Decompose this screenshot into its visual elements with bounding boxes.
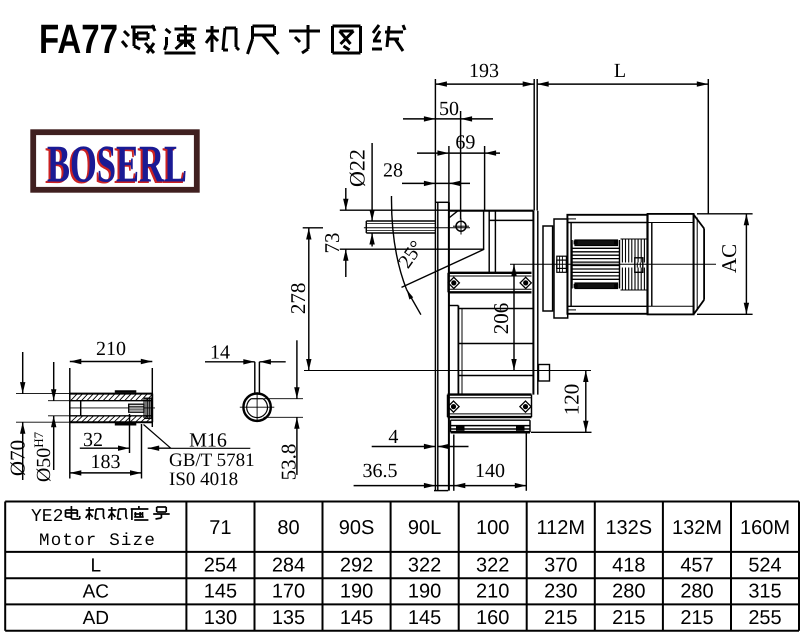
svg-text:L: L bbox=[91, 555, 102, 576]
svg-text:278: 278 bbox=[286, 283, 310, 315]
svg-text:230: 230 bbox=[544, 581, 577, 603]
svg-text:145: 145 bbox=[340, 607, 373, 629]
svg-text:183: 183 bbox=[91, 451, 121, 473]
svg-text:254: 254 bbox=[204, 554, 237, 576]
svg-text:112M: 112M bbox=[537, 517, 586, 539]
svg-text:36.5: 36.5 bbox=[363, 460, 398, 482]
svg-text:457: 457 bbox=[680, 554, 713, 576]
svg-text:145: 145 bbox=[408, 607, 441, 629]
svg-text:28: 28 bbox=[383, 160, 403, 182]
svg-text:322: 322 bbox=[476, 554, 509, 576]
svg-text:140: 140 bbox=[475, 460, 505, 482]
svg-text:IS0 4018: IS0 4018 bbox=[169, 469, 238, 490]
svg-text:193: 193 bbox=[469, 60, 499, 82]
svg-text:160M: 160M bbox=[740, 517, 790, 539]
svg-text:AC: AC bbox=[83, 582, 109, 603]
svg-text:71: 71 bbox=[209, 517, 231, 539]
svg-text:215: 215 bbox=[612, 607, 645, 629]
svg-text:280: 280 bbox=[680, 581, 713, 603]
svg-text:Ø70: Ø70 bbox=[5, 440, 29, 476]
svg-text:255: 255 bbox=[748, 607, 781, 629]
svg-text:322: 322 bbox=[408, 554, 441, 576]
svg-text:AC: AC bbox=[717, 244, 741, 273]
svg-text:M16: M16 bbox=[189, 429, 227, 451]
svg-text:100: 100 bbox=[476, 517, 509, 539]
svg-text:50: 50 bbox=[439, 98, 459, 120]
svg-text:280: 280 bbox=[612, 581, 645, 603]
svg-text:Ø22: Ø22 bbox=[345, 149, 370, 187]
svg-text:210: 210 bbox=[476, 581, 509, 603]
svg-text:BOSERL: BOSERL bbox=[45, 137, 185, 195]
svg-text:418: 418 bbox=[612, 554, 645, 576]
svg-text:AD: AD bbox=[83, 608, 109, 629]
svg-text:145: 145 bbox=[204, 581, 237, 603]
svg-text:32: 32 bbox=[83, 429, 103, 451]
svg-text:120: 120 bbox=[559, 384, 583, 416]
svg-text:315: 315 bbox=[748, 581, 781, 603]
svg-text:190: 190 bbox=[340, 581, 373, 603]
svg-text:130: 130 bbox=[204, 607, 237, 629]
svg-text:215: 215 bbox=[680, 607, 713, 629]
svg-text:90S: 90S bbox=[339, 517, 375, 539]
svg-text:206: 206 bbox=[489, 303, 513, 335]
svg-text:210: 210 bbox=[96, 338, 126, 360]
svg-text:73: 73 bbox=[320, 233, 344, 254]
svg-text:190: 190 bbox=[408, 581, 441, 603]
svg-text:L: L bbox=[614, 60, 626, 82]
svg-text:69: 69 bbox=[455, 132, 475, 154]
svg-text:132M: 132M bbox=[672, 517, 722, 539]
svg-text:GB/T 5781: GB/T 5781 bbox=[169, 450, 255, 471]
svg-text:370: 370 bbox=[544, 554, 577, 576]
svg-text:YE2: YE2 bbox=[31, 507, 63, 527]
svg-text:BOSERL: BOSERL bbox=[47, 136, 187, 194]
svg-text:14: 14 bbox=[210, 341, 230, 363]
svg-text:FA77: FA77 bbox=[39, 16, 118, 62]
svg-text:170: 170 bbox=[272, 581, 305, 603]
svg-text:132S: 132S bbox=[605, 517, 652, 539]
svg-text:Motor Size: Motor Size bbox=[39, 531, 156, 551]
svg-text:524: 524 bbox=[748, 554, 781, 576]
svg-text:292: 292 bbox=[340, 554, 373, 576]
svg-text:90L: 90L bbox=[408, 517, 441, 539]
svg-text:135: 135 bbox=[272, 607, 305, 629]
svg-text:4: 4 bbox=[388, 426, 398, 448]
svg-text:160: 160 bbox=[476, 607, 509, 629]
svg-text:215: 215 bbox=[544, 607, 577, 629]
svg-text:80: 80 bbox=[277, 517, 299, 539]
svg-text:53.8: 53.8 bbox=[276, 444, 300, 481]
svg-text:284: 284 bbox=[272, 554, 305, 576]
